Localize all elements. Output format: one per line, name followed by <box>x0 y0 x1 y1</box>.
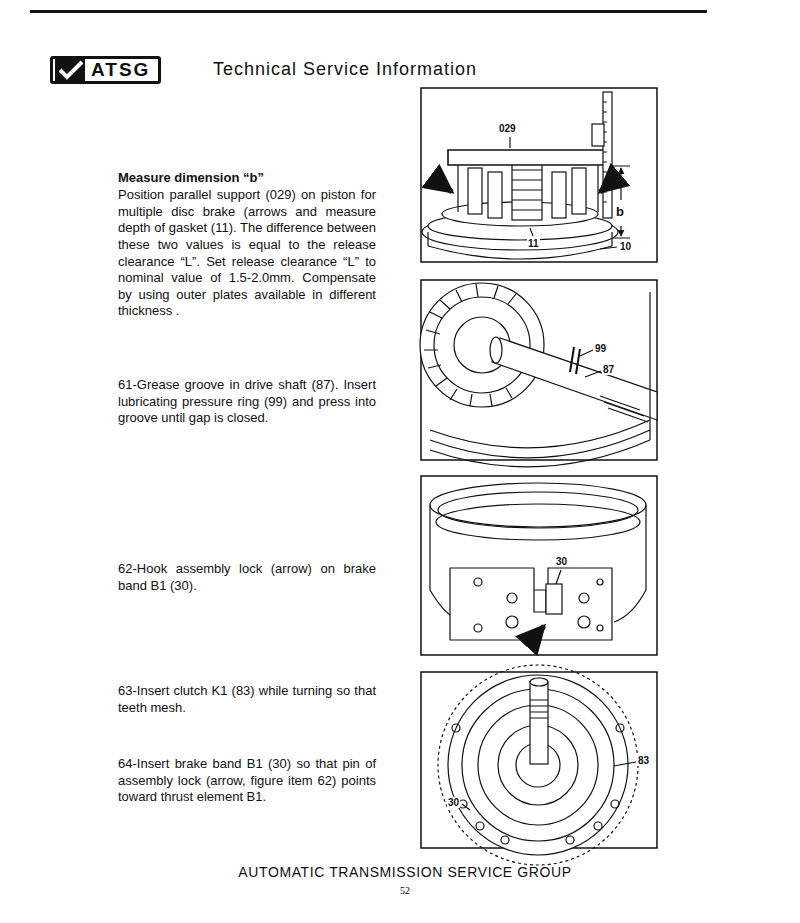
instruction-text: 61-Grease groove in drive shaft (87). In… <box>118 377 376 427</box>
callout-number: 11 <box>527 238 540 249</box>
figure-depth-measure <box>421 88 657 262</box>
callout-number: 10 <box>619 241 632 252</box>
logo-check-icon <box>55 59 85 81</box>
dimension-label: b <box>615 205 625 219</box>
figure-clutch-k1 <box>421 665 657 865</box>
instruction-text: 64-Insert brake band B1 (30) so that pin… <box>118 756 376 806</box>
page-number: 52 <box>400 885 410 898</box>
callout-number: 99 <box>594 343 607 354</box>
instruction-text: 62-Hook assembly lock (arrow) on brake b… <box>118 561 376 594</box>
section-heading: Measure dimension “b” <box>118 170 376 187</box>
page-title: Technical Service Information <box>213 58 477 81</box>
header-rule <box>30 10 707 13</box>
footer-text: AUTOMATIC TRANSMISSION SERVICE GROUP <box>238 864 571 882</box>
logo-text: ATSG <box>85 59 158 81</box>
callout-number: 30 <box>447 797 460 808</box>
figure-drive-shaft <box>420 280 657 467</box>
callout-number: 83 <box>637 755 650 766</box>
callout-number: 029 <box>498 123 517 134</box>
logo-box: ATSG <box>50 56 161 84</box>
callout-number: 87 <box>602 364 615 375</box>
figure-brake-band <box>421 476 657 655</box>
callout-number: 30 <box>555 556 568 567</box>
instruction-text: Position parallel support (029) on pisto… <box>118 187 376 320</box>
instruction-text: 63-Insert clutch K1 (83) while turning s… <box>118 683 376 716</box>
